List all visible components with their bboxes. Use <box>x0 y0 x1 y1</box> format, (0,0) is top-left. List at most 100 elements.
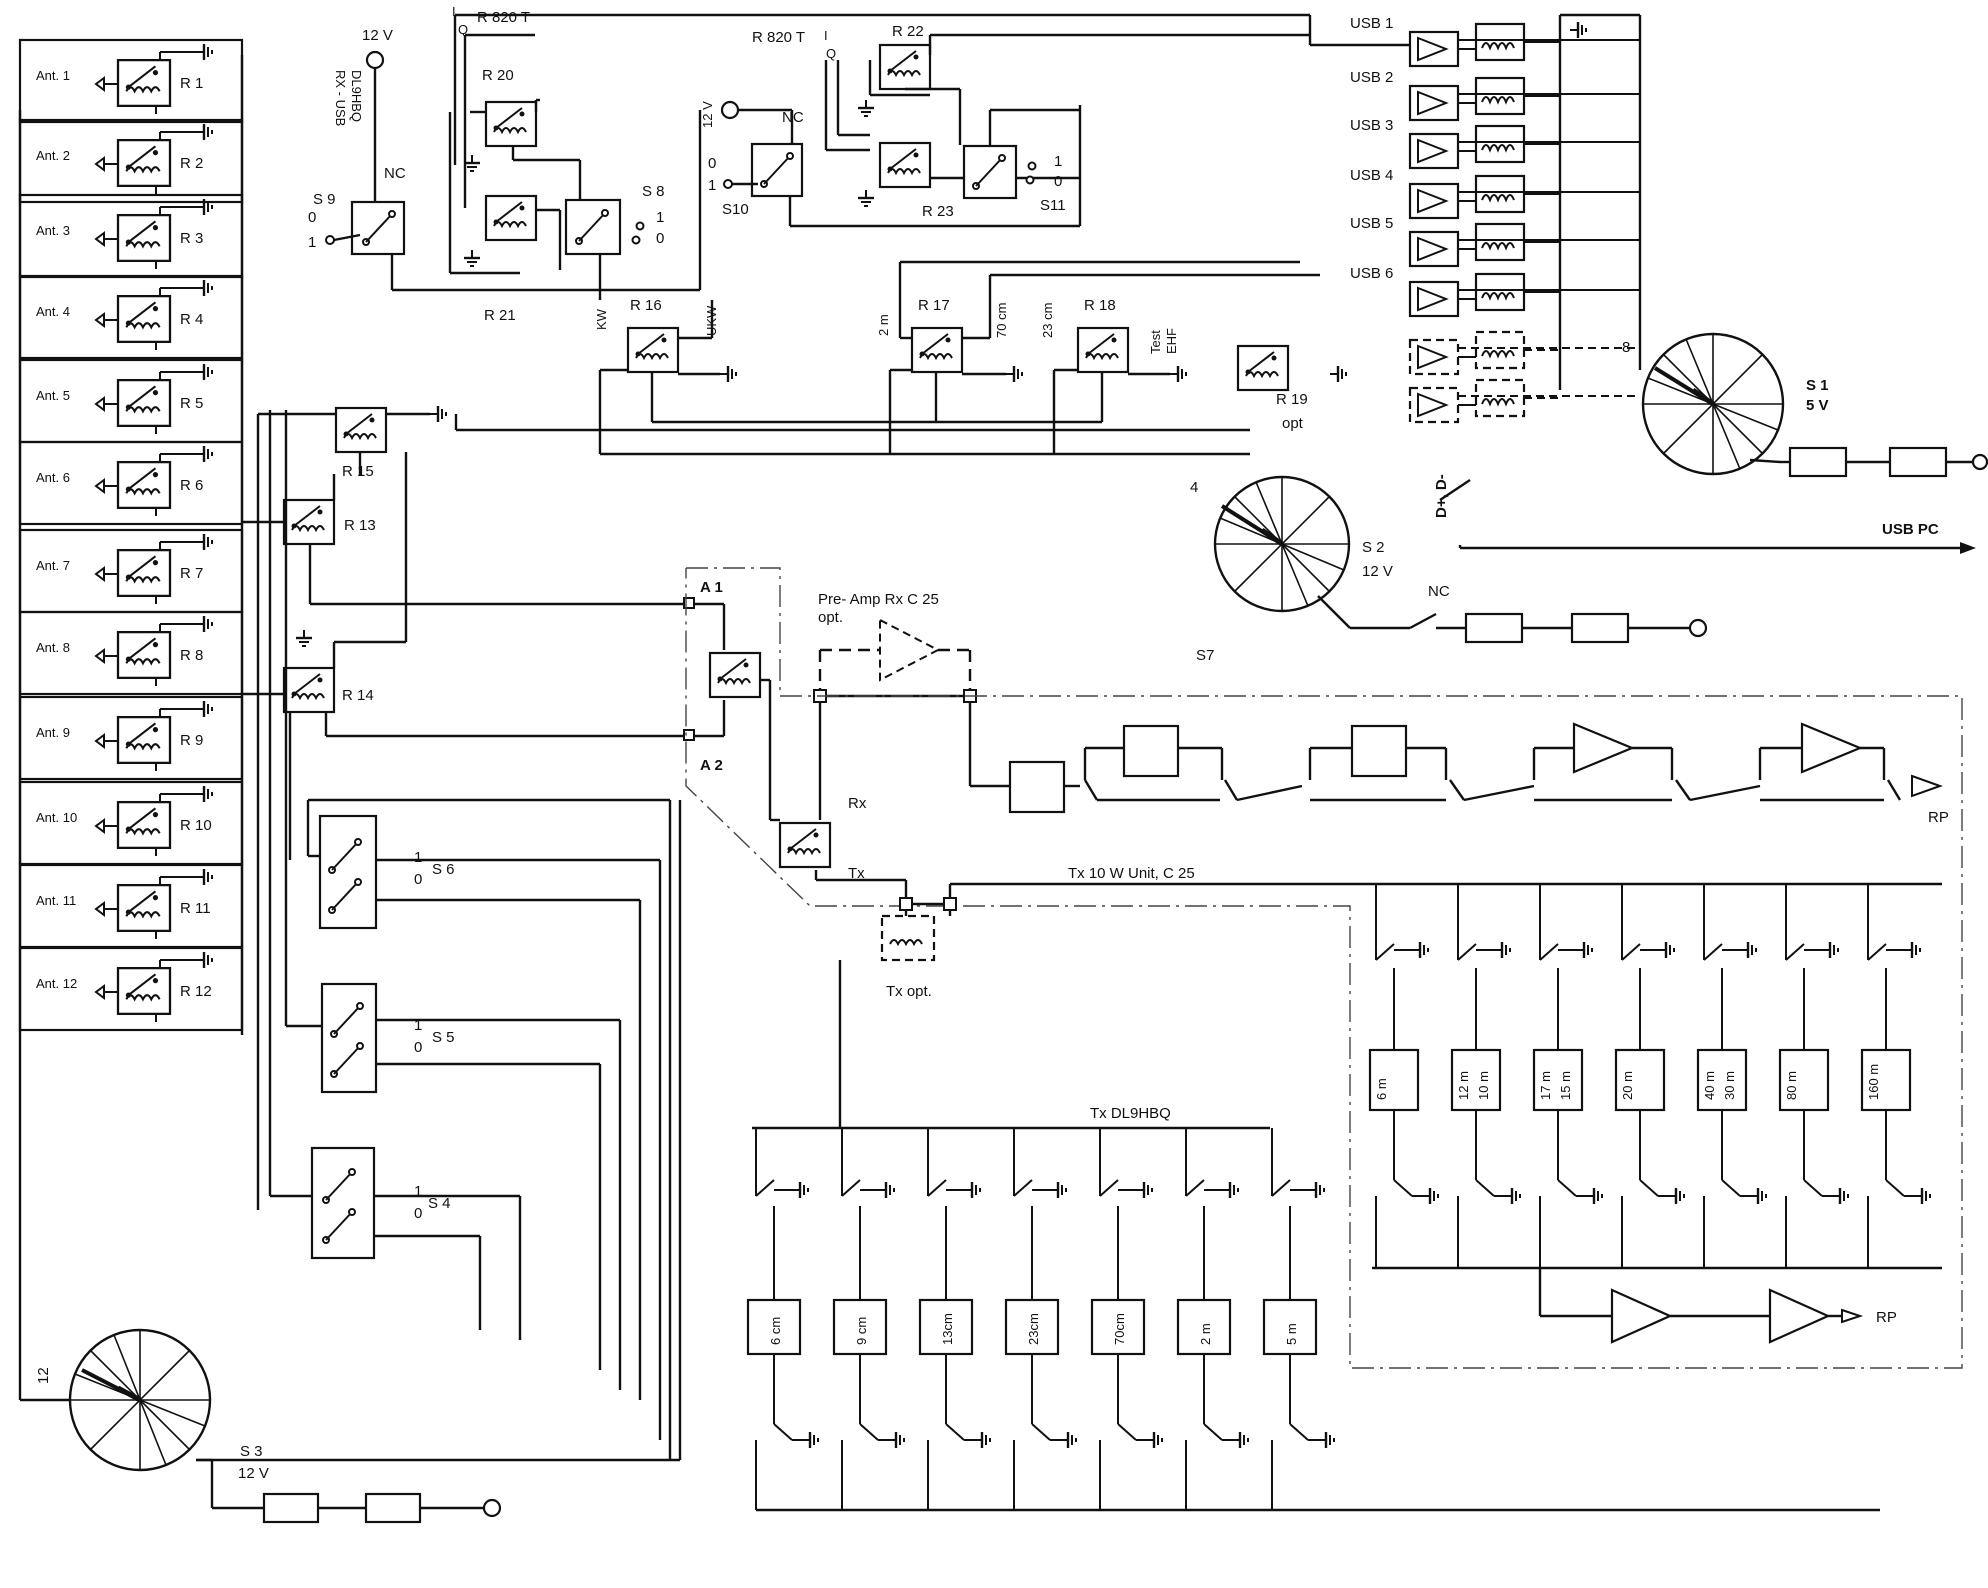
relay-r12 <box>116 966 172 1016</box>
ground-icon <box>1058 1430 1078 1450</box>
label-a1: A 1 <box>700 579 723 596</box>
relay-r18 <box>1076 326 1130 374</box>
relay-label: R 6 <box>180 477 203 494</box>
relay-r5 <box>116 378 172 428</box>
switch-s9[interactable] <box>350 200 406 256</box>
ground-icon <box>1656 940 1676 960</box>
ground-icon <box>194 950 214 970</box>
ground-icon <box>1912 1186 1932 1206</box>
tx-band-label: 13cm <box>940 1313 955 1345</box>
rx-band-label-bottom: 30 m <box>1722 1071 1737 1100</box>
relay-r16 <box>626 326 680 374</box>
label-ehf: EHF <box>1164 328 1179 354</box>
label-r23: R 23 <box>922 203 954 220</box>
relay-r8 <box>116 630 172 680</box>
tx-band-label: 23cm <box>1026 1313 1041 1345</box>
rx-band-label-bottom: 10 m <box>1476 1071 1491 1100</box>
switch-s10[interactable] <box>750 142 804 198</box>
ground-icon <box>1134 1180 1154 1200</box>
label-usb-pc: USB PC <box>1882 521 1939 538</box>
rotary-switch-s3[interactable] <box>68 1328 212 1472</box>
ground-icon <box>1230 1430 1250 1450</box>
switch-s5[interactable] <box>320 982 378 1094</box>
label-dl9hbq-vertical: DL9HBQ <box>349 70 364 122</box>
switch-s4[interactable] <box>310 1146 376 1260</box>
tx-band-filter-4: 23cm <box>1004 1128 1078 1510</box>
ground-icon <box>1574 940 1594 960</box>
ground-icon <box>1306 1180 1326 1200</box>
tx-band-label: 70cm <box>1112 1313 1127 1345</box>
ground-icon <box>962 1180 982 1200</box>
ground-icon <box>1048 1180 1068 1200</box>
ground-icon <box>1830 1186 1850 1206</box>
rx-box-1 <box>1008 760 1066 814</box>
resistor-s3 <box>364 1492 422 1524</box>
label-12v-s2: 12 V <box>1362 563 1393 580</box>
ground-icon <box>1738 940 1758 960</box>
svg-text:1: 1 <box>414 1183 422 1200</box>
svg-text:Q: Q <box>458 22 468 37</box>
label-tx-unit: Tx 10 W Unit, C 25 <box>1068 865 1195 882</box>
usb-row-2: USB 2 <box>1350 69 1640 122</box>
ground-icon <box>1902 940 1922 960</box>
usb-row-5: USB 5 <box>1350 215 1640 268</box>
usb-port-label: USB 5 <box>1350 215 1393 232</box>
ground-icon <box>194 532 214 552</box>
terminal-s1 <box>1971 453 1988 471</box>
label-rp-tx: RP <box>1876 1309 1897 1326</box>
relay-tx-optional <box>880 914 936 962</box>
tx-band-filter-7: 5 m <box>1262 1128 1336 1510</box>
antenna-row-frame <box>18 695 244 781</box>
rotary-switch-s2[interactable] <box>1213 475 1351 613</box>
antenna-row-frame <box>18 118 244 204</box>
tx-band-label: 6 cm <box>768 1317 783 1345</box>
ground-icon <box>194 122 214 142</box>
label-70cm: 70 cm <box>994 303 1009 338</box>
label-s1: S 1 <box>1806 377 1829 394</box>
usb-optional-row <box>1408 378 1640 424</box>
label-test: Test <box>1148 330 1163 354</box>
antenna-label: Ant. 1 <box>36 68 70 83</box>
usb-row-3: USB 3 <box>1350 117 1640 170</box>
label-r820t-1: R 820 T <box>477 9 530 26</box>
terminal-12v-s10 <box>720 100 740 120</box>
label-s3: S 3 <box>240 1443 263 1460</box>
relay-r11 <box>116 883 172 933</box>
rotary-switch-s1[interactable] <box>1641 332 1785 476</box>
rx-band-filter-5: 40 m 30 m <box>1696 884 1768 1268</box>
tx-amplifier-2 <box>1768 1288 1831 1344</box>
usb-coil <box>1474 76 1526 116</box>
rx-band-label-top: 40 m <box>1702 1071 1717 1100</box>
label-r18: R 18 <box>1084 297 1116 314</box>
relay-r21 <box>484 194 538 242</box>
rx-band-box <box>1614 1048 1666 1112</box>
fuse-s2 <box>1464 612 1524 644</box>
tx-band-filter-1: 6 cm <box>746 1128 820 1510</box>
antenna-row-frame <box>18 946 244 1032</box>
relay-r6 <box>116 460 172 510</box>
rx-usb-section: 12 V RX - USB DL9HBQ NC S 9 0 1 R 820 T … <box>308 4 1312 324</box>
usb-coil <box>1474 174 1526 214</box>
label-s8: S 8 <box>642 183 665 200</box>
svg-text:0: 0 <box>656 230 664 247</box>
label-s1-pos8: 8 <box>1622 339 1630 356</box>
antenna-label: Ant. 8 <box>36 640 70 655</box>
svg-text:1: 1 <box>414 1017 422 1034</box>
ground-icon <box>1316 1430 1336 1450</box>
relay-r13 <box>282 498 336 546</box>
relay-r2 <box>116 138 172 188</box>
ground-icon <box>1420 1186 1440 1206</box>
label-r22: R 22 <box>892 23 924 40</box>
tx-section: Tx 10 W Unit, C 25 Tx opt. Tx DL9HBQ RP <box>752 865 1942 1512</box>
svg-text:0: 0 <box>414 871 422 888</box>
label-12v-s9: 12 V <box>362 27 393 44</box>
relay-r10 <box>116 800 172 850</box>
usb-port-label: USB 6 <box>1350 265 1393 282</box>
rx-amplifier-2 <box>1800 722 1863 774</box>
